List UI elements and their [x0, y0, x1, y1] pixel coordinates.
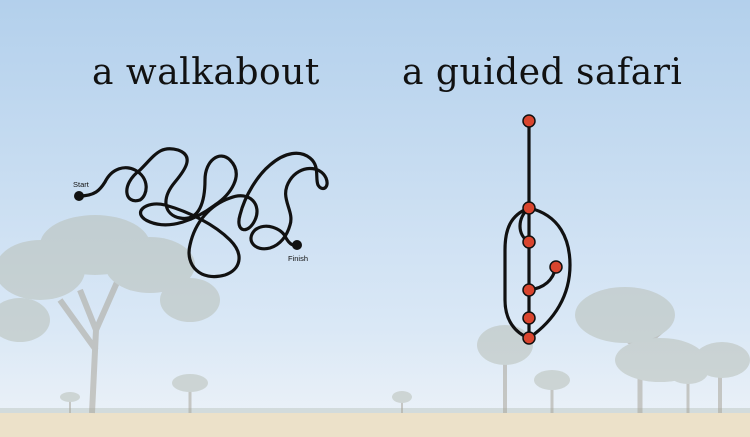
tree-small-1 [172, 374, 208, 413]
safari-node-1 [522, 114, 536, 128]
horizon-treeline [0, 408, 750, 414]
safari-node-7 [522, 331, 536, 345]
safari-edge-right-arc [527, 206, 572, 340]
tree-mid-2 [534, 370, 570, 413]
walkabout-finish-label: Finish [288, 254, 308, 263]
tree-right-edge [668, 342, 750, 413]
walkabout-start-dot [74, 191, 84, 201]
tree-large-left [0, 215, 220, 414]
walkabout-path [77, 147, 329, 279]
tree-small-3 [392, 391, 412, 413]
safari-title: a guided safari [402, 52, 683, 93]
safari-node-6 [522, 311, 536, 325]
walkabout-finish-dot [292, 240, 302, 250]
ground [0, 413, 750, 437]
walkabout-start-label: Start [73, 180, 90, 189]
walkabout-diagram: Start Finish [73, 147, 329, 279]
background-trees [0, 215, 750, 414]
safari-edge-outer-left [503, 206, 531, 340]
tree-mid-1 [477, 325, 533, 413]
safari-node-4 [549, 260, 563, 274]
walkabout-title: a walkabout [92, 52, 320, 93]
safari-node-5 [522, 283, 536, 297]
safari-node-2 [522, 201, 536, 215]
safari-nodes [522, 114, 563, 345]
safari-node-3 [522, 235, 536, 249]
tree-small-2 [60, 392, 80, 413]
